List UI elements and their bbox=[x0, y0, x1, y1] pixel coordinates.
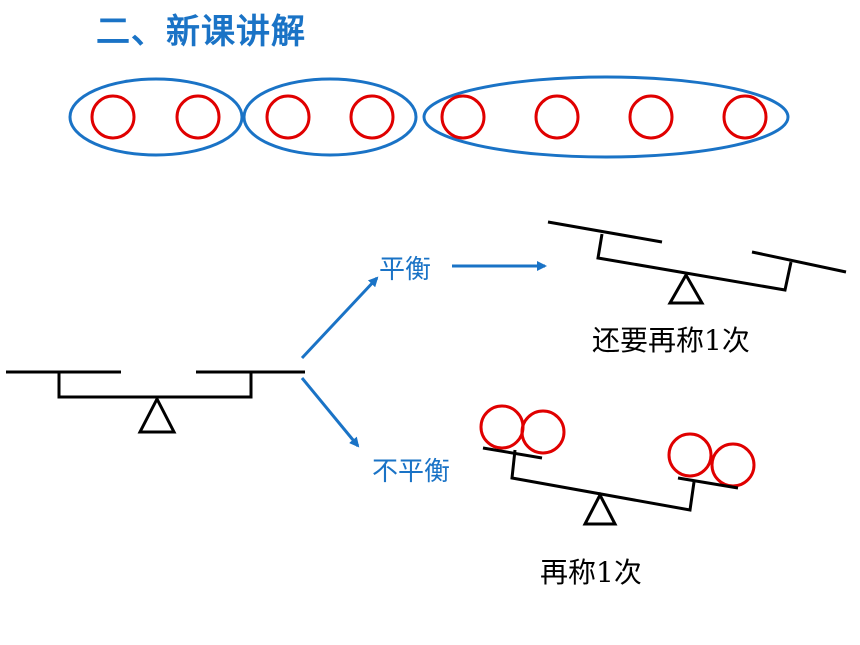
page-title: 二、新课讲解 bbox=[96, 12, 306, 52]
scale-fulcrum bbox=[582, 491, 618, 526]
arrow-unbalanced bbox=[300, 377, 360, 448]
ball bbox=[175, 94, 221, 140]
ball bbox=[265, 94, 311, 140]
ball bbox=[349, 94, 395, 140]
scale-left-pan bbox=[547, 220, 663, 244]
ball bbox=[534, 94, 580, 140]
ball bbox=[667, 432, 713, 478]
scale-right-pan bbox=[677, 476, 739, 490]
ball bbox=[440, 94, 486, 140]
scale-beam bbox=[596, 233, 793, 292]
unbalanced-label: 不平衡 bbox=[372, 457, 450, 487]
group-3-ellipse bbox=[422, 75, 790, 159]
unbalanced-result: 再称1次 bbox=[540, 556, 642, 589]
ball bbox=[628, 94, 674, 140]
scale-fulcrum bbox=[137, 395, 177, 434]
group-2-ellipse bbox=[242, 77, 418, 157]
group-3 bbox=[422, 75, 790, 159]
ball bbox=[90, 94, 136, 140]
balanced-label: 平衡 bbox=[379, 255, 431, 285]
balanced-result: 还要再称1次 bbox=[592, 324, 750, 357]
ball bbox=[722, 94, 768, 140]
ball bbox=[710, 442, 756, 488]
scale-left-pan bbox=[482, 446, 543, 460]
group-2 bbox=[242, 77, 418, 157]
initial-scale bbox=[6, 370, 305, 434]
scale-right-pan bbox=[751, 250, 847, 274]
ball-groups bbox=[68, 75, 790, 159]
group-1 bbox=[68, 77, 244, 157]
ball bbox=[479, 404, 525, 450]
scale-beam bbox=[57, 372, 253, 399]
ball bbox=[520, 409, 566, 455]
unbalanced-scale bbox=[479, 404, 756, 526]
group-1-ellipse bbox=[68, 77, 244, 157]
scale-fulcrum bbox=[667, 271, 705, 305]
arrow-balanced bbox=[300, 276, 379, 360]
balanced-scale bbox=[547, 220, 847, 305]
